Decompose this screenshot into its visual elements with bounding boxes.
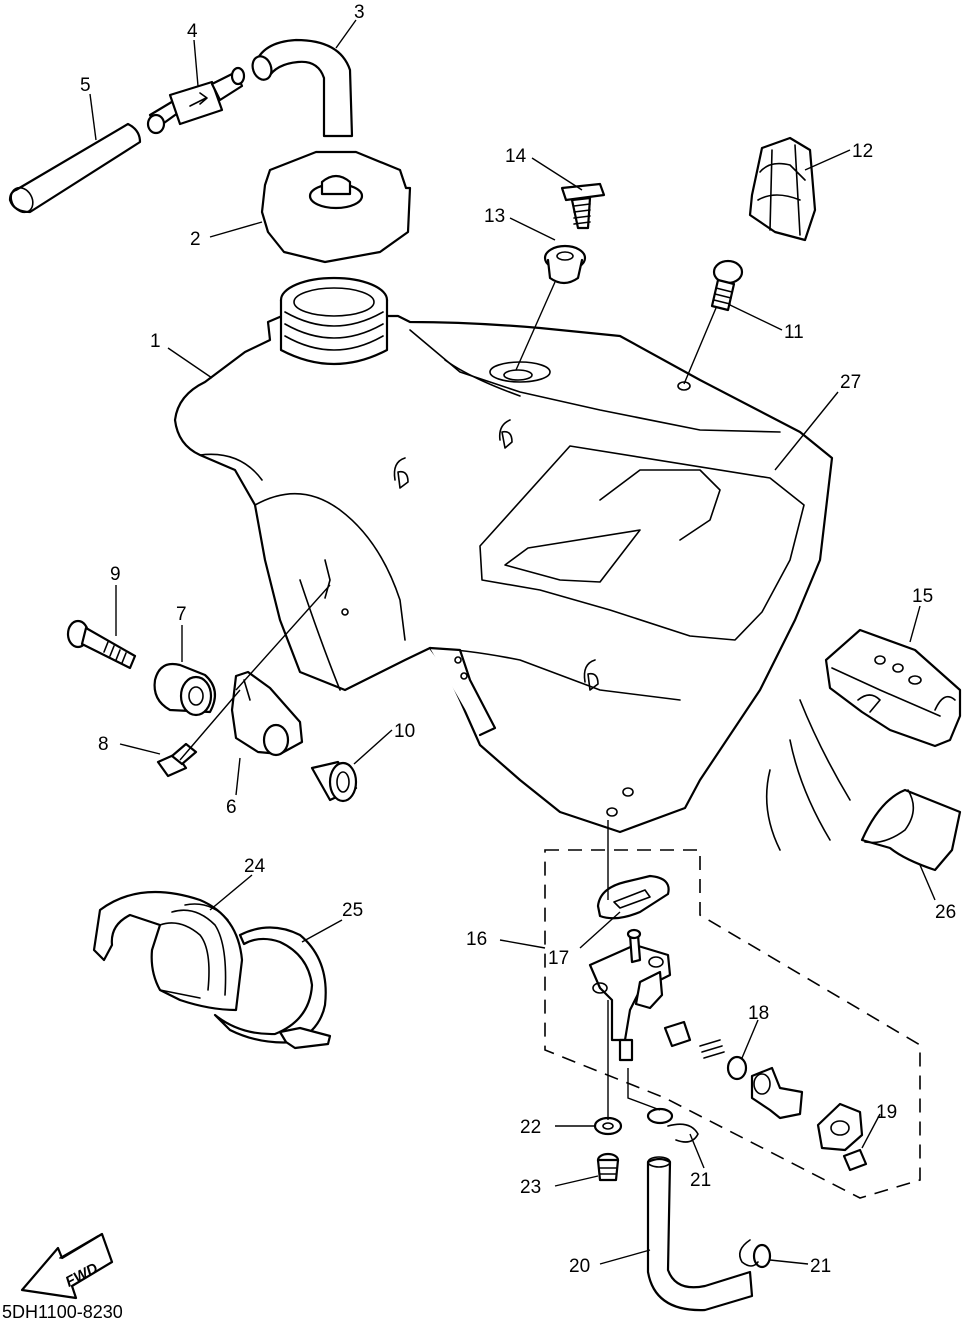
- part-11-bolt[interactable]: [710, 259, 744, 312]
- part-12-band[interactable]: [748, 136, 817, 242]
- part-4-fuel-filter[interactable]: [146, 66, 246, 135]
- drawing-code: 5DH1100-8230: [2, 1302, 123, 1321]
- callout-15: 15: [912, 586, 933, 607]
- part-18-o-ring[interactable]: [663, 1020, 748, 1081]
- callout-9: 9: [110, 564, 121, 585]
- callout-22: 22: [520, 1117, 541, 1138]
- part-21-clip-upper[interactable]: [646, 1107, 699, 1143]
- callout-14: 14: [505, 146, 527, 167]
- callout-10: 10: [394, 721, 415, 742]
- callout-6: 6: [226, 797, 237, 818]
- part-2-fuel-cap[interactable]: [260, 150, 412, 264]
- callout-23: 23: [520, 1177, 541, 1198]
- part-15-cover[interactable]: [824, 628, 962, 748]
- part-7-damper[interactable]: [153, 662, 217, 717]
- callout-12: 12: [852, 141, 873, 162]
- callout-17: 17: [548, 948, 569, 969]
- part-19-screw-plate[interactable]: [816, 1102, 868, 1172]
- part-22-washer[interactable]: [593, 1116, 623, 1136]
- part-23-bolt[interactable]: [596, 1152, 620, 1182]
- callout-20: 20: [569, 1256, 590, 1277]
- part-25-clamp[interactable]: [213, 926, 332, 1050]
- callout-24: 24: [244, 856, 266, 877]
- callout-25: 25: [342, 900, 363, 921]
- part-10-collar[interactable]: [310, 760, 358, 803]
- part-9-bolt[interactable]: [66, 619, 137, 670]
- callout-3: 3: [354, 2, 365, 23]
- part-26-cover[interactable]: [765, 699, 962, 872]
- callout-1: 1: [150, 331, 161, 352]
- part-13-damper[interactable]: [543, 244, 587, 285]
- part-20-fuel-hose[interactable]: [646, 1156, 754, 1312]
- callout-21-lower: 21: [810, 1256, 831, 1277]
- callout-2: 2: [190, 229, 201, 250]
- callout-numbers: 1 2 3 4 5 6 7 8 9 10 11 12 13 14 15 16 1…: [80, 2, 956, 1277]
- part-24-protector[interactable]: [92, 890, 244, 1012]
- part-16-fuel-cock-assembly[interactable]: [544, 849, 921, 1199]
- callout-8: 8: [98, 734, 109, 755]
- part-21-clip-lower[interactable]: [739, 1239, 772, 1269]
- fwd-arrow-icon: FWD: [20, 1232, 114, 1300]
- callout-7: 7: [176, 604, 187, 625]
- callout-leaders: [89, 19, 936, 1265]
- part-1-fuel-tank[interactable]: [173, 276, 834, 834]
- callout-11: 11: [784, 322, 804, 343]
- callout-5: 5: [80, 75, 91, 96]
- callout-19: 19: [876, 1102, 897, 1123]
- callout-18: 18: [748, 1003, 769, 1024]
- callout-13: 13: [484, 206, 505, 227]
- fuel-cock-lever[interactable]: [750, 1066, 804, 1120]
- assembly-center-lines: [179, 281, 717, 1120]
- part-6-bracket[interactable]: [230, 670, 304, 757]
- callout-26: 26: [935, 902, 956, 923]
- callout-4: 4: [187, 21, 198, 42]
- part-14-screw[interactable]: [560, 182, 606, 230]
- callout-21-upper: 21: [690, 1170, 711, 1191]
- callout-16: 16: [466, 929, 487, 950]
- part-5-hose[interactable]: [7, 122, 142, 216]
- callout-27: 27: [840, 372, 861, 393]
- part-3-breather-hose[interactable]: [249, 38, 354, 138]
